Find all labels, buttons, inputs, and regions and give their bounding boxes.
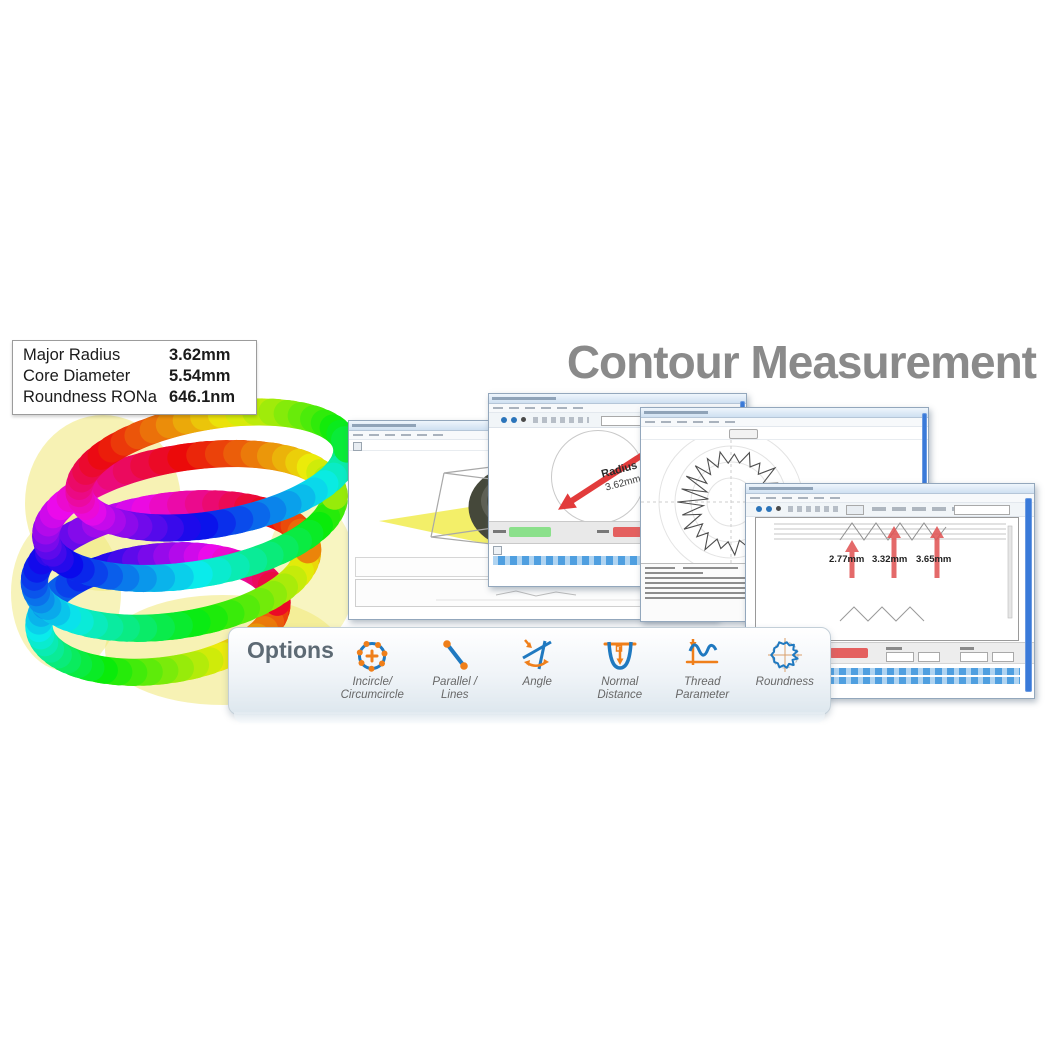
toolbar-dot-icon[interactable] (756, 506, 762, 512)
inner-scrollbar[interactable] (1007, 525, 1013, 619)
scrollbar[interactable] (1025, 498, 1032, 692)
titlebar[interactable] (746, 484, 1034, 494)
measurement-row: Roundness RONa 646.1nm (23, 387, 250, 408)
option-label: Parallel / (432, 676, 478, 688)
thread-parameter-icon (686, 639, 719, 665)
small-button[interactable] (729, 429, 758, 439)
option-label: Angle (522, 676, 552, 688)
tool-button[interactable] (353, 442, 362, 451)
option-label: Parameter (675, 688, 730, 701)
option-normal-distance[interactable]: Normal Distance (579, 632, 662, 712)
option-label: Lines (441, 688, 469, 701)
toolbar-dot-icon[interactable] (511, 417, 517, 423)
option-parallel-lines[interactable]: Parallel / Lines (414, 632, 497, 712)
options-items: Incircle/ Circumcircle Parallel / Lines (331, 632, 826, 712)
option-thread-parameter[interactable]: Thread Parameter (661, 632, 744, 712)
thread-wave-bottom (839, 606, 925, 622)
selected-result-row[interactable] (493, 556, 740, 565)
toolbar-combo[interactable] (954, 505, 1010, 515)
option-label: Distance (597, 688, 643, 701)
measurement-row: Major Radius 3.62mm (23, 345, 250, 366)
option-label: Normal (601, 676, 639, 688)
status-label (597, 530, 609, 533)
measurement-value: 3.62mm (169, 346, 231, 364)
options-toolbar: Options Incircle/ Circumcircle (228, 627, 831, 723)
toolbar-labels (872, 507, 982, 511)
field-label (886, 647, 902, 650)
option-label: Circumcircle (340, 688, 404, 701)
measurement-results-panel: Major Radius 3.62mm Core Diameter 5.54mm… (12, 340, 257, 415)
menu-bar[interactable] (489, 404, 746, 413)
thread-dim-label: 3.32mm (872, 554, 908, 565)
normal-distance-icon (603, 641, 637, 670)
roundness-icon (767, 638, 802, 672)
value-field[interactable] (960, 652, 988, 662)
row-icon[interactable] (493, 546, 502, 555)
toolbar (746, 503, 1034, 517)
thread-profile-plot: 2.77mm 3.32mm 3.65mm (755, 517, 1019, 641)
field-label (960, 647, 974, 650)
measurement-label: Core Diameter (23, 367, 131, 385)
measurement-value: 5.54mm (169, 367, 231, 385)
option-label: Thread (684, 676, 721, 688)
scrollbar[interactable] (922, 413, 927, 485)
thread-dim-label: 2.77mm (829, 554, 865, 565)
parallel-lines-icon (442, 640, 468, 670)
red-status-bar (830, 648, 868, 658)
red-status-bar (613, 527, 653, 537)
toolbar-dot-icon[interactable] (766, 506, 772, 512)
measurement-label: Major Radius (23, 346, 121, 364)
angle-icon (522, 639, 552, 670)
menu-bar[interactable] (746, 494, 1034, 503)
titlebar[interactable] (489, 394, 746, 404)
value-field[interactable] (992, 652, 1014, 662)
toolbar-dot-icon[interactable] (776, 506, 781, 511)
toolbar-combo[interactable] (601, 416, 643, 426)
option-roundness[interactable]: Roundness (744, 632, 827, 712)
measurement-row: Core Diameter 5.54mm (23, 366, 250, 387)
toolbar-dot-icon[interactable] (521, 417, 526, 422)
measurement-value: 646.1nm (169, 388, 236, 406)
selected-result-row[interactable] (750, 668, 1020, 675)
option-label: Incircle/ (352, 676, 393, 688)
option-angle[interactable]: Angle (496, 632, 579, 712)
toolbar-toggle[interactable] (846, 505, 864, 515)
value-field[interactable] (886, 652, 914, 662)
toolbar-dot-icon[interactable] (501, 417, 507, 423)
toolbar-icons[interactable] (533, 417, 589, 423)
radius-arrow (558, 442, 662, 510)
incircle-circumcircle-icon (357, 641, 388, 672)
value-field[interactable] (918, 652, 940, 662)
status-label (493, 530, 506, 533)
thread-dim-label: 3.65mm (916, 554, 952, 565)
option-incircle-circumcircle[interactable]: Incircle/ Circumcircle (331, 632, 414, 712)
green-status-bar (509, 527, 551, 537)
titlebar[interactable] (641, 408, 928, 418)
option-label: Roundness (755, 676, 814, 688)
selected-result-row[interactable] (750, 677, 1020, 684)
red-measure-arrows (845, 526, 944, 578)
toolbar-icons[interactable] (788, 506, 840, 512)
options-title: Options (247, 637, 334, 663)
measurement-label: Roundness RONa (23, 388, 157, 406)
page-title: Contour Measurement (566, 336, 1037, 388)
tool-row (641, 427, 928, 440)
menu-bar[interactable] (641, 418, 928, 427)
